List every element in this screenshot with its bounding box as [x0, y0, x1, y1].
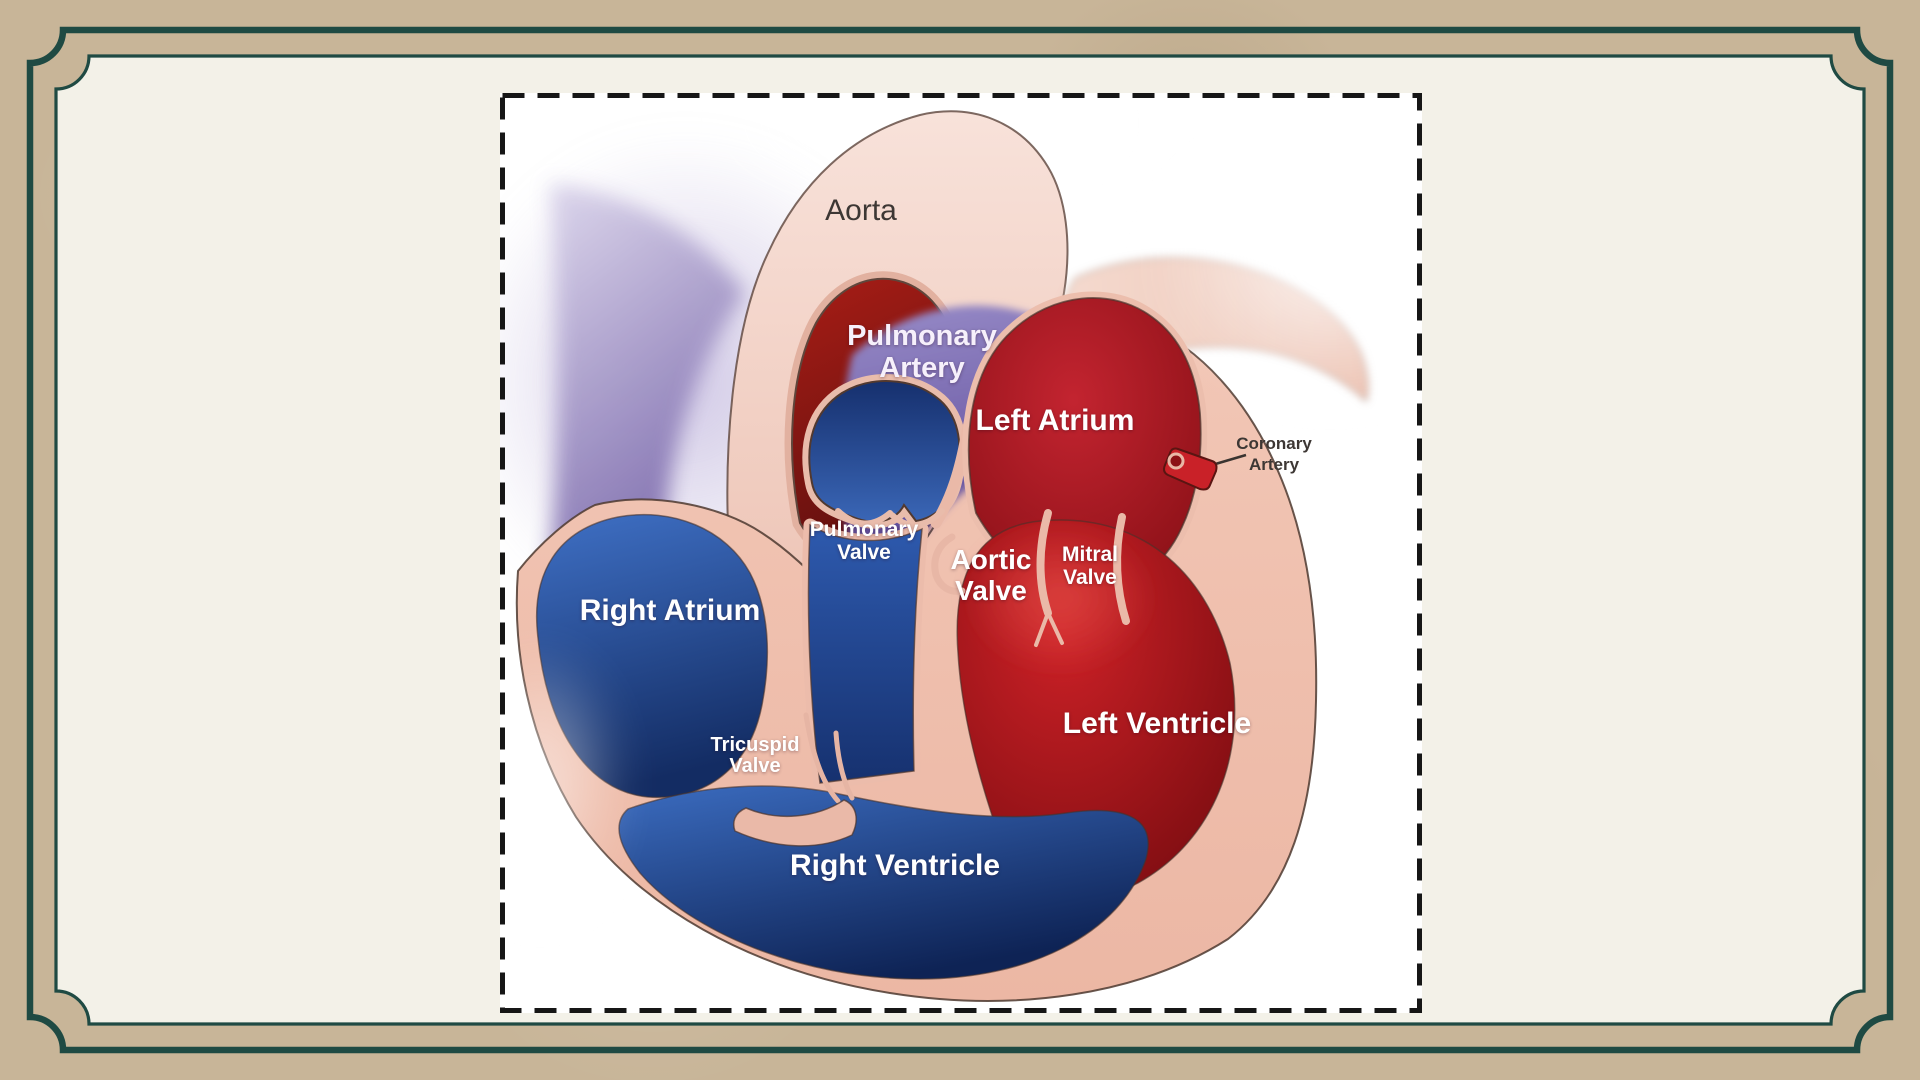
- tricuspid-valve-leaflet: [803, 712, 855, 804]
- label-right-ventricle: Right Ventricle: [789, 849, 1001, 882]
- label-pulmonary-artery: Pulmonary Artery: [847, 320, 997, 384]
- tricuspid-valve-tongue: [733, 799, 857, 847]
- label-right-atrium: Right Atrium: [579, 594, 761, 627]
- label-aortic-valve-line2: Valve: [955, 575, 1027, 606]
- label-coronary-artery: Coronary Artery: [1236, 433, 1312, 475]
- mitral-glow: [965, 523, 1155, 673]
- heart-diagram-illustration: [500, 93, 1422, 1013]
- label-pulmonary-valve: Pulmonary Valve: [810, 518, 919, 564]
- glow-bottom-left: [500, 643, 625, 923]
- pulmonary-valve-cusp-left: [835, 508, 893, 527]
- pulmonary-outflow-column: [801, 518, 929, 790]
- label-pulmonary-artery-line1: Pulmonary: [847, 320, 997, 352]
- label-mitral-valve-line1: Mitral: [1061, 543, 1119, 566]
- label-aortic-valve: Aortic Valve: [951, 544, 1032, 606]
- frame-outer-line: [26, 26, 1894, 1054]
- label-tricuspid-valve: Tricuspid Valve: [711, 735, 800, 777]
- aortic-valve-cusp: [931, 533, 966, 595]
- label-pulmonary-artery-line2: Artery: [879, 352, 965, 384]
- mitral-valve-leaflet-right: [1113, 513, 1130, 625]
- heart-diagram-panel: Aorta Pulmonary Artery Left Atrium Coron…: [500, 93, 1422, 1013]
- coronary-artery-vessel: [1163, 447, 1218, 491]
- label-coronary-artery-line2: Artery: [1248, 455, 1300, 474]
- mitral-valve-leaflet-left: [1036, 509, 1052, 617]
- pulmonary-trunk-bulb: [802, 374, 967, 529]
- label-left-ventricle: Left Ventricle: [1062, 707, 1252, 740]
- label-tricuspid-valve-line1: Tricuspid: [710, 734, 800, 756]
- label-left-atrium: Left Atrium: [975, 404, 1135, 437]
- label-mitral-valve-line2: Valve: [1063, 566, 1117, 589]
- dashed-border: [500, 93, 1422, 1013]
- label-aortic-valve-line1: Aortic: [950, 544, 1032, 575]
- coronary-pointer-line: [1211, 453, 1247, 467]
- glow-top-right: [1150, 123, 1422, 403]
- pulmonary-valve-cusp-right: [889, 508, 945, 528]
- label-aorta: Aorta: [825, 194, 897, 227]
- label-mitral-valve: Mitral Valve: [1062, 543, 1118, 589]
- label-coronary-artery-line1: Coronary: [1236, 434, 1312, 453]
- label-tricuspid-valve-line2: Valve: [729, 755, 781, 777]
- label-pulmonary-valve-line1: Pulmonary: [809, 518, 919, 541]
- label-pulmonary-valve-line2: Valve: [837, 541, 891, 564]
- mitral-chordae: [1034, 611, 1064, 647]
